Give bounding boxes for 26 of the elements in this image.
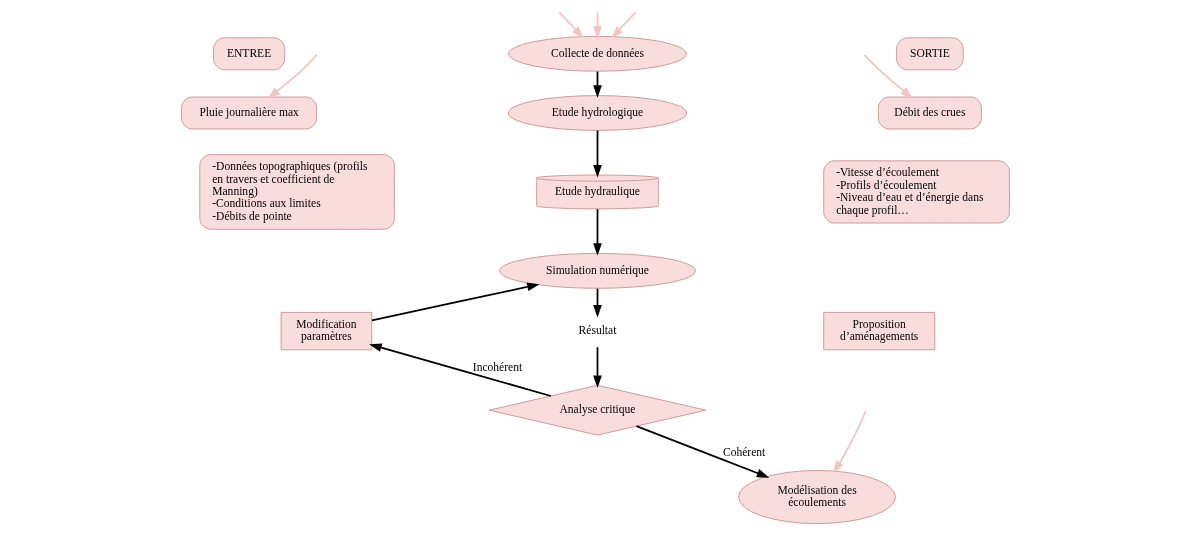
node-ellipse: Simulation numérique [498, 252, 696, 289]
arrow [635, 425, 769, 478]
arrow [267, 53, 317, 99]
node-diamond: Analyse critique [488, 384, 706, 436]
arrow [370, 282, 540, 322]
arrow [862, 53, 913, 99]
node-ellipse: Etude hydrologique [507, 95, 687, 131]
node-box: Pluie journalière max [180, 96, 317, 130]
node-ellipse: Collecte de données [507, 35, 687, 72]
node-box: ENTREE [212, 37, 285, 71]
arrow [610, 11, 636, 39]
arrow [592, 208, 602, 256]
arrow [368, 343, 552, 397]
edge-label: Incohérent [472, 360, 522, 373]
node-box: -Données topographiques (profils en travers et coefficient de Manning) -Conditions aux limites -Débits de pointe [198, 154, 395, 230]
node-box: Modification paramètres [280, 312, 372, 351]
node-text: Résultat [578, 324, 616, 337]
node-box: Débit des crues [877, 96, 982, 130]
edge-label: Cohérent [722, 445, 765, 458]
node-box: SORTIE [895, 37, 964, 71]
arrow [558, 11, 584, 39]
node-box: -Vitesse d’écoulement -Profils d’écoulement -Niveau d’eau et d’énergie dans chaque profil… [822, 160, 1010, 224]
node-box: Proposition d’aménagements [822, 312, 935, 351]
arrow [832, 410, 867, 474]
arrow [592, 346, 602, 388]
arrow [592, 129, 602, 178]
